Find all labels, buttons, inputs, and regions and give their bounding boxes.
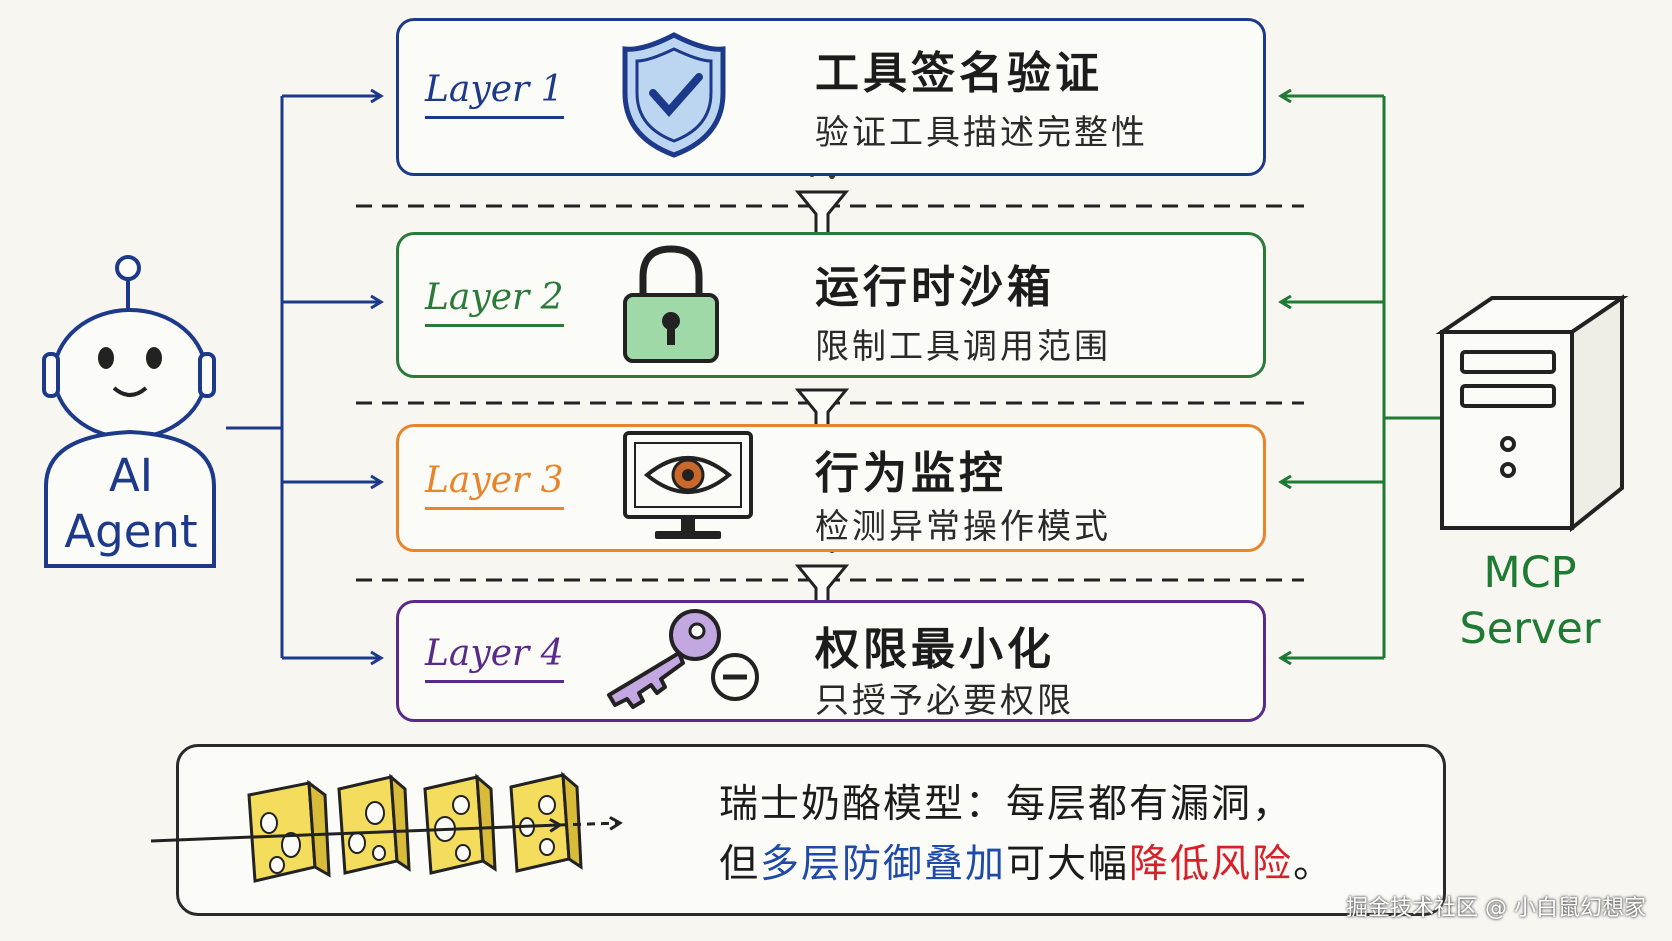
robot-icon xyxy=(42,255,216,568)
cheese-slice-1 xyxy=(247,779,331,883)
agent-label-line1: AI xyxy=(108,449,154,502)
padlock-icon xyxy=(619,241,723,369)
caption-highlight-red: 降低风险 xyxy=(1129,842,1294,887)
layer-3-description: 检测异常操作模式 xyxy=(815,507,1111,547)
agent-label: AI Agent xyxy=(46,448,216,560)
layer-4-tag: Layer 4 xyxy=(425,633,564,683)
caption-line-1: 瑞士奶酪模型：每层都有漏洞， xyxy=(719,782,1294,827)
layer-3-card: Layer 3 行为监控 检测异常操作模式 xyxy=(396,424,1266,552)
server-label-line1: MCP xyxy=(1483,548,1577,598)
layer-4-card: Layer 4 权限最小化 只授予必要权限 xyxy=(396,600,1266,722)
caption-line-2: 但多层防御叠加可大幅降低风险。 xyxy=(719,835,1334,895)
monitor-eye-icon xyxy=(619,429,757,547)
layer-1-card: Layer 1 工具签名验证 验证工具描述完整性 xyxy=(396,18,1266,176)
layer-2-title: 运行时沙箱 xyxy=(815,262,1055,313)
layer-3-title: 行为监控 xyxy=(815,448,1007,499)
cheese-slice-3 xyxy=(423,773,497,875)
caption-part-e: 。 xyxy=(1293,842,1335,887)
layer-2-card: Layer 2 运行时沙箱 限制工具调用范围 xyxy=(396,232,1266,378)
funnel-icon xyxy=(794,167,850,240)
layer-1-tag: Layer 1 xyxy=(425,69,564,119)
layer-2-description: 限制工具调用范围 xyxy=(815,327,1111,367)
cheese-slice-2 xyxy=(337,773,411,875)
swiss-cheese-icon xyxy=(150,771,699,883)
agent-label-line2: Agent xyxy=(64,505,198,558)
layer-4-description: 只授予必要权限 xyxy=(815,681,1074,721)
caption-highlight-blue: 多层防御叠加 xyxy=(760,842,1007,887)
shield-check-icon xyxy=(619,29,729,165)
caption-part-c: 可大幅 xyxy=(1006,842,1130,887)
swiss-cheese-caption: 瑞士奶酪模型：每层都有漏洞， 但多层防御叠加可大幅降低风险。 xyxy=(719,775,1334,895)
cheese-slice-4 xyxy=(509,771,583,873)
server-icon xyxy=(1435,294,1629,533)
server-label: MCP Server xyxy=(1430,545,1630,657)
layer-1-title: 工具签名验证 xyxy=(815,48,1103,99)
layer-2-tag: Layer 2 xyxy=(425,277,564,327)
layer-1-description: 验证工具描述完整性 xyxy=(815,113,1148,153)
layer-3-tag: Layer 3 xyxy=(425,460,564,510)
swiss-cheese-panel: 瑞士奶酪模型：每层都有漏洞， 但多层防御叠加可大幅降低风险。 xyxy=(150,744,1446,916)
watermark: 掘金技术社区 @ 小白鼠幻想家 xyxy=(1346,896,1646,921)
caption-part-a: 但 xyxy=(719,842,761,887)
server-label-line2: Server xyxy=(1459,604,1601,654)
key-minus-icon xyxy=(599,605,769,717)
layer-4-title: 权限最小化 xyxy=(815,624,1055,675)
